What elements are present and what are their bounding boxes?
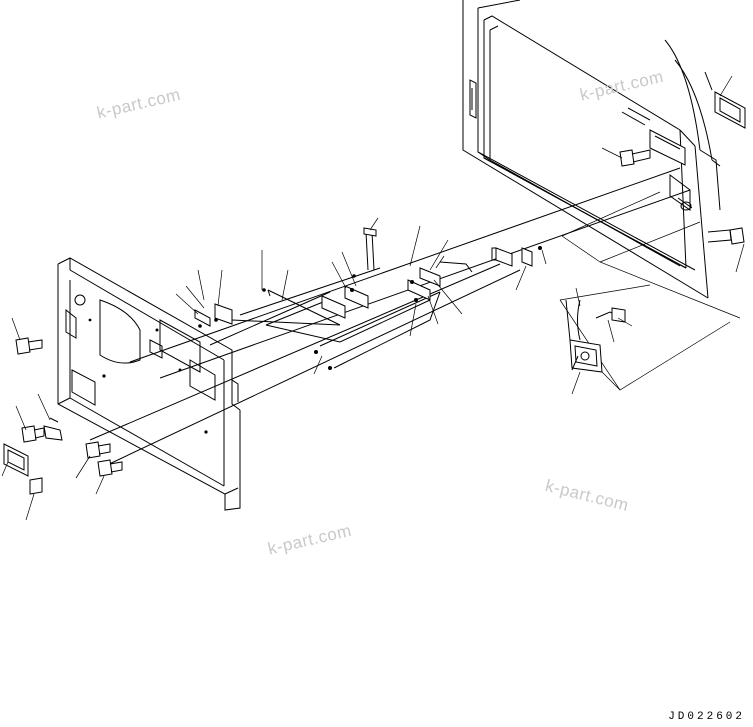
door-panel bbox=[57, 257, 241, 511]
lock-assembly bbox=[559, 191, 741, 391]
bolts bbox=[3, 149, 745, 495]
drawing-code: JD022602 bbox=[668, 711, 745, 723]
rods-and-links bbox=[89, 167, 691, 467]
leader-lines bbox=[1, 75, 745, 521]
door-frame bbox=[462, 0, 746, 299]
